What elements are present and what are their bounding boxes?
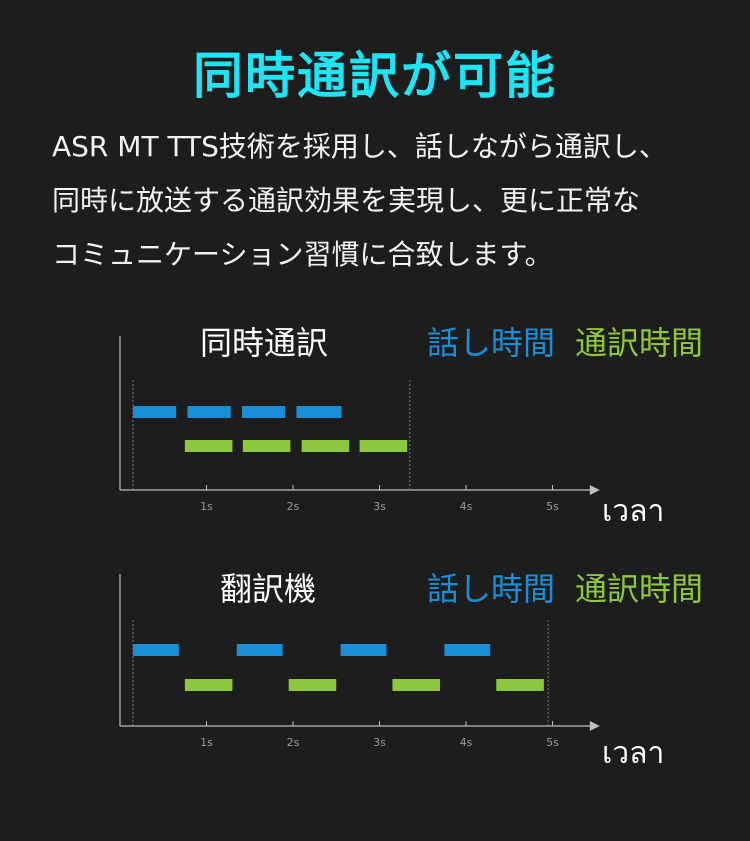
simultaneous-interpretation-diagram: 同時通訳 話し時間 通訳時間 1s 2s 3s 4s 5s เวลา bbox=[0, 318, 750, 548]
talk-time-bar bbox=[187, 406, 231, 418]
x-axis-arrow bbox=[589, 721, 600, 731]
interpretation-time-bar bbox=[392, 679, 441, 691]
description-line: 同時に放送する通訳効果を実現し、更に正常な bbox=[52, 184, 641, 217]
diagram-title: 同時通訳 bbox=[200, 324, 329, 362]
x-tick-label: 2s bbox=[287, 736, 300, 749]
timeline-chart: 1s 2s 3s 4s 5s bbox=[119, 336, 600, 513]
interpretation-time-bar bbox=[359, 440, 408, 452]
talk-time-bar bbox=[340, 644, 387, 656]
x-tick-label: 2s bbox=[287, 500, 300, 513]
interpretation-time-bar bbox=[184, 679, 233, 691]
x-tick-label: 4s bbox=[460, 500, 473, 513]
interpretation-time-bar bbox=[288, 679, 337, 691]
x-tick-label: 5s bbox=[546, 500, 559, 513]
interpretation-time-bar bbox=[184, 440, 233, 452]
interpretation-time-bar bbox=[242, 440, 291, 452]
diagram-title: 翻訳機 bbox=[220, 570, 317, 608]
description-line: ASR MT TTS技術を採用し、話しながら通訳し、 bbox=[52, 130, 667, 163]
legend-talk-time: 話し時間 bbox=[427, 324, 556, 362]
page-title: 同時通訳が可能 bbox=[193, 47, 557, 105]
timeline-chart: 1s 2s 3s 4s 5s bbox=[119, 574, 600, 749]
interpretation-time-bar bbox=[301, 440, 350, 452]
talk-time-bar bbox=[132, 406, 177, 418]
description-line: コミュニケーション習慣に合致します。 bbox=[52, 238, 553, 271]
x-tick-label: 3s bbox=[373, 736, 386, 749]
talk-time-bar bbox=[296, 406, 342, 418]
translator-device-diagram: 翻訳機 話し時間 通訳時間 1s 2s 3s 4s 5s เวลา bbox=[0, 558, 750, 788]
x-tick-label: 1s bbox=[200, 500, 213, 513]
x-tick-label: 5s bbox=[546, 736, 559, 749]
talk-time-bar bbox=[444, 644, 491, 656]
x-axis-arrow bbox=[589, 485, 600, 495]
talk-time-bar bbox=[241, 406, 286, 418]
interpretation-time-bar bbox=[496, 679, 544, 691]
x-tick-label: 1s bbox=[200, 736, 213, 749]
x-tick-label: 4s bbox=[460, 736, 473, 749]
legend-talk-time: 話し時間 bbox=[427, 570, 556, 608]
x-axis-label: เวลา bbox=[602, 736, 665, 771]
talk-time-bar bbox=[236, 644, 283, 656]
description: ASR MT TTS技術を採用し、話しながら通訳し、 同時に放送する通訳効果を実… bbox=[52, 120, 732, 282]
talk-time-bar bbox=[132, 644, 179, 656]
legend-interpretation-time: 通訳時間 bbox=[575, 570, 704, 608]
x-tick-label: 3s bbox=[373, 500, 386, 513]
x-axis-label: เวลา bbox=[602, 494, 665, 529]
legend-interpretation-time: 通訳時間 bbox=[575, 324, 704, 362]
